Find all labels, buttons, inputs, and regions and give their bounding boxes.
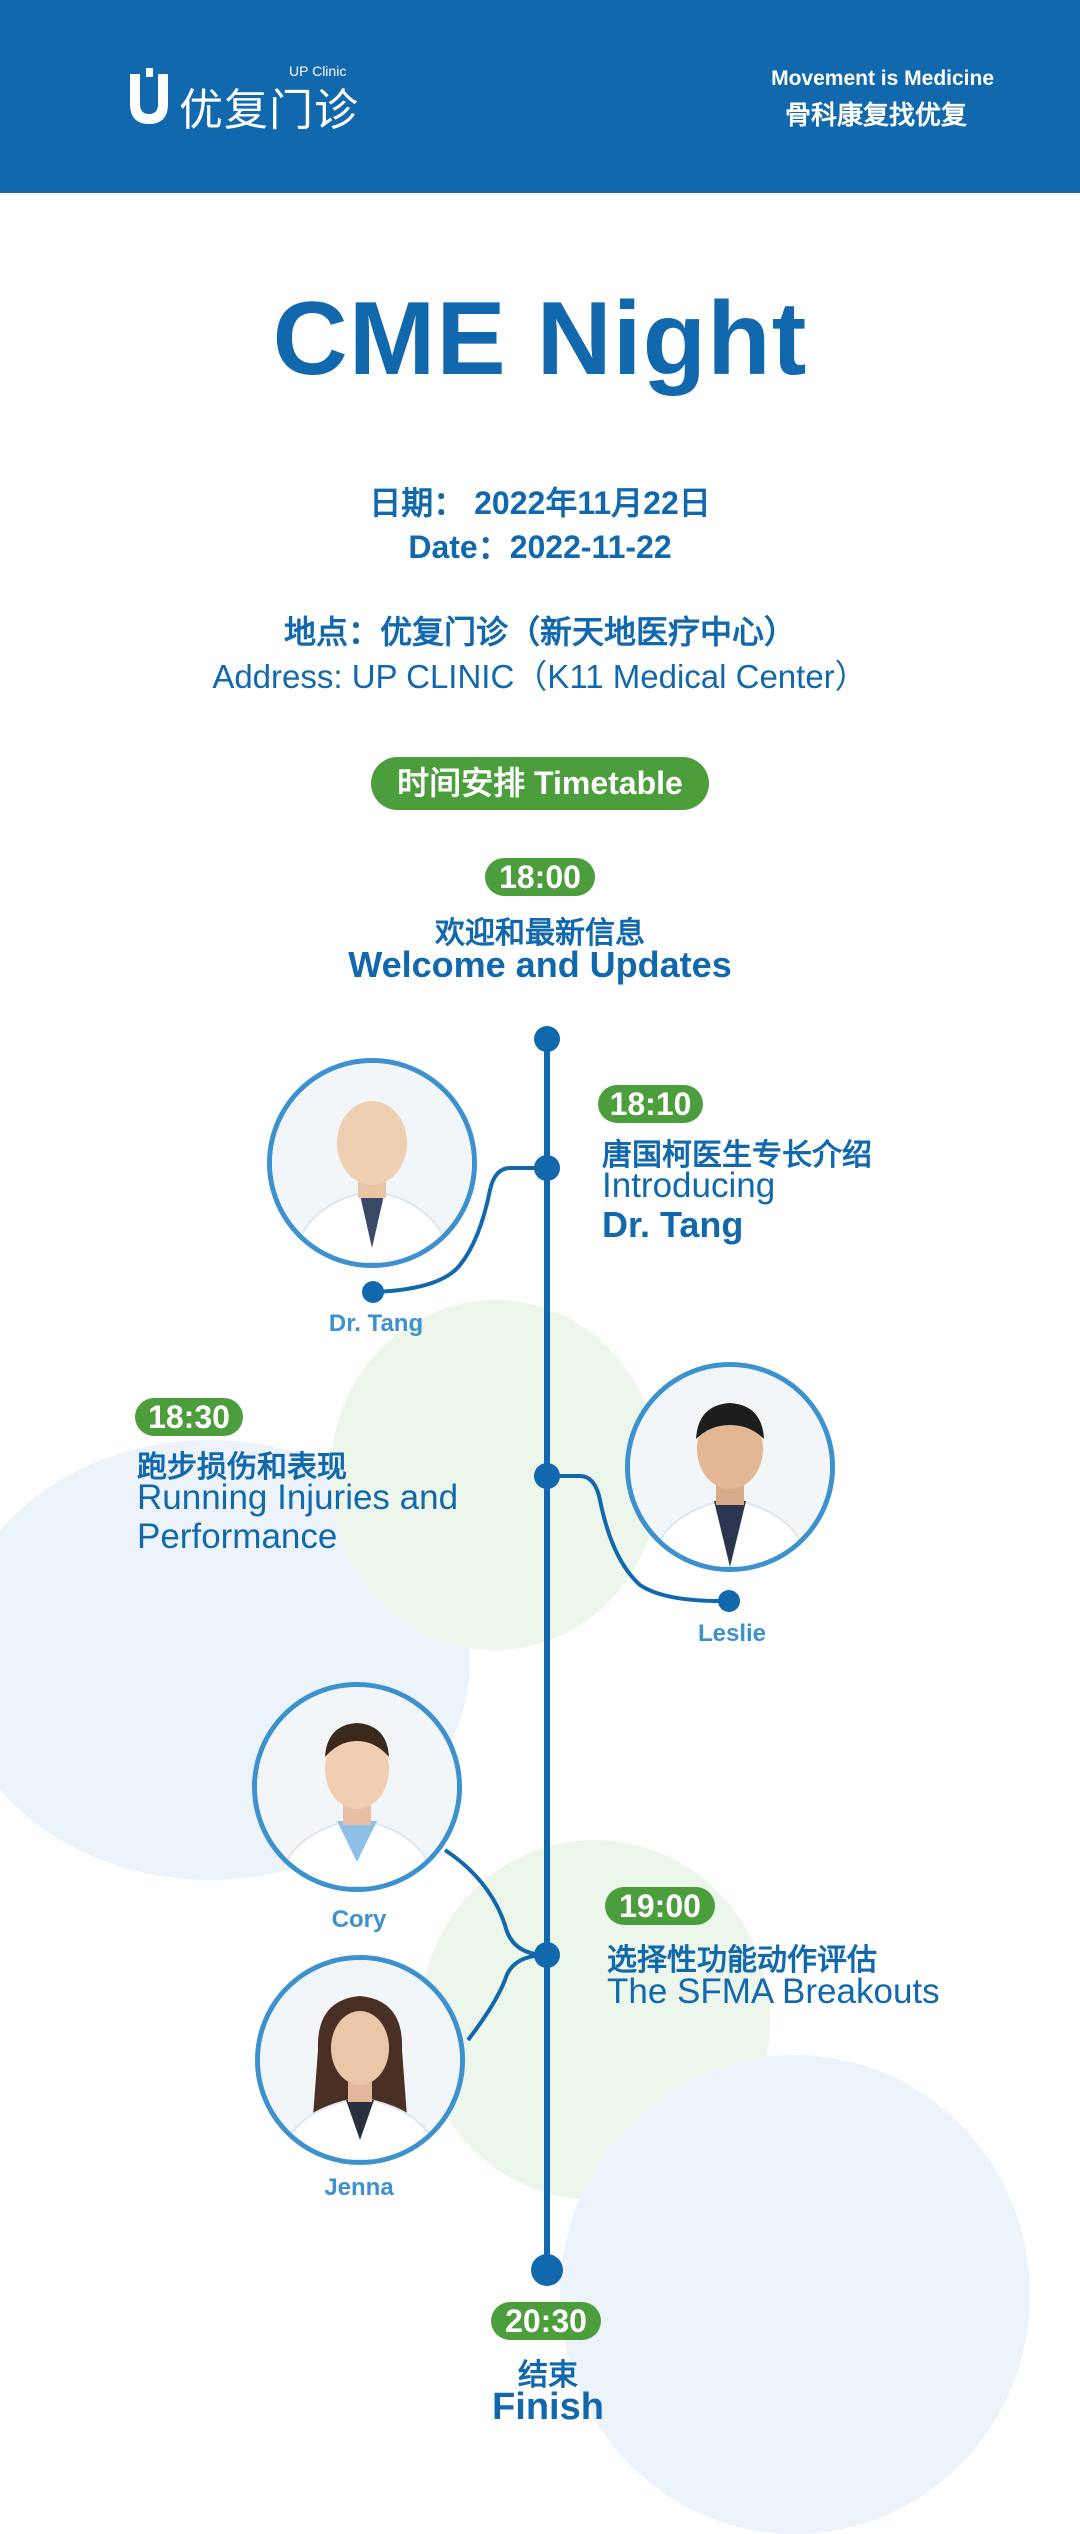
event-address-en: Address: UP CLINIC（K11 Medical Center）	[212, 658, 868, 695]
speaker-name: Dr. Tang	[328, 1310, 424, 1337]
speaker-name: Cory	[331, 1906, 387, 1933]
logo-text-en: UP Clinic	[289, 63, 347, 79]
item-1830-en-line2: Performance	[137, 1517, 338, 1556]
time-badge-1810: 18:10	[598, 1085, 703, 1123]
logo-text-cn: 优复门诊	[179, 86, 359, 135]
timeline-dot	[534, 1942, 560, 1968]
timetable-heading: 时间安排 Timetable	[371, 757, 709, 810]
event-date-cn: 日期： 2022年11月22日	[369, 485, 711, 521]
timeline-dot	[534, 1155, 560, 1181]
connector-end-dot	[718, 1590, 740, 1612]
timeline-dot	[534, 1026, 560, 1052]
avatar-jenna	[255, 1955, 465, 2165]
item-1810-cn: 唐国柯医生专长介绍	[602, 1139, 872, 1172]
speaker-name: Jenna	[324, 2174, 394, 2201]
slogan-cn: 骨科康复找优复	[784, 100, 967, 130]
avatar-leslie	[625, 1362, 835, 1572]
avatar-dr-tang	[267, 1058, 477, 1268]
slogan-en: Movement is Medicine	[771, 67, 994, 90]
item-1800-cn: 欢迎和最新信息	[435, 917, 645, 950]
time-badge-1830: 18:30	[135, 1398, 243, 1436]
timeline-line	[544, 1038, 550, 2270]
avatar-cory	[252, 1682, 462, 1892]
speaker-name: Leslie	[697, 1620, 767, 1647]
time-badge-1900: 19:00	[605, 1887, 715, 1925]
item-1900-en: The SFMA Breakouts	[607, 1972, 940, 2011]
decor-circle	[330, 1300, 660, 1650]
timeline-dot	[531, 2254, 563, 2286]
item-1810-en-line2: Dr. Tang	[602, 1204, 744, 1245]
item-1830-en-line1: Running Injuries and	[137, 1478, 459, 1517]
item-1900-cn: 选择性功能动作评估	[607, 1944, 877, 1977]
item-1800-en: Welcome and Updates	[348, 944, 732, 985]
time-badge-1800: 18:00	[485, 858, 595, 896]
decor-circle	[560, 2055, 1030, 2534]
connector-end-dot	[362, 1281, 384, 1303]
event-address-cn: 地点：优复门诊（新天地医疗中心）	[283, 614, 796, 650]
item-2030-en: Finish	[492, 2386, 604, 2428]
timeline-dot	[534, 1463, 560, 1489]
item-1830-cn: 跑步损伤和表现	[137, 1451, 347, 1484]
event-date-en: Date：2022-11-22	[408, 529, 672, 565]
item-1810-en-line1: Introducing	[602, 1166, 776, 1205]
item-2030-cn: 结束	[518, 2359, 578, 2392]
time-badge-2030: 20:30	[491, 2302, 601, 2340]
event-title: CME Night	[272, 281, 808, 397]
header-bar: 优复门诊 UP Clinic Movement is Medicine 骨科康复…	[0, 0, 1080, 193]
logo-u-icon	[130, 68, 168, 124]
clinic-logo: 优复门诊 UP Clinic	[124, 63, 364, 136]
